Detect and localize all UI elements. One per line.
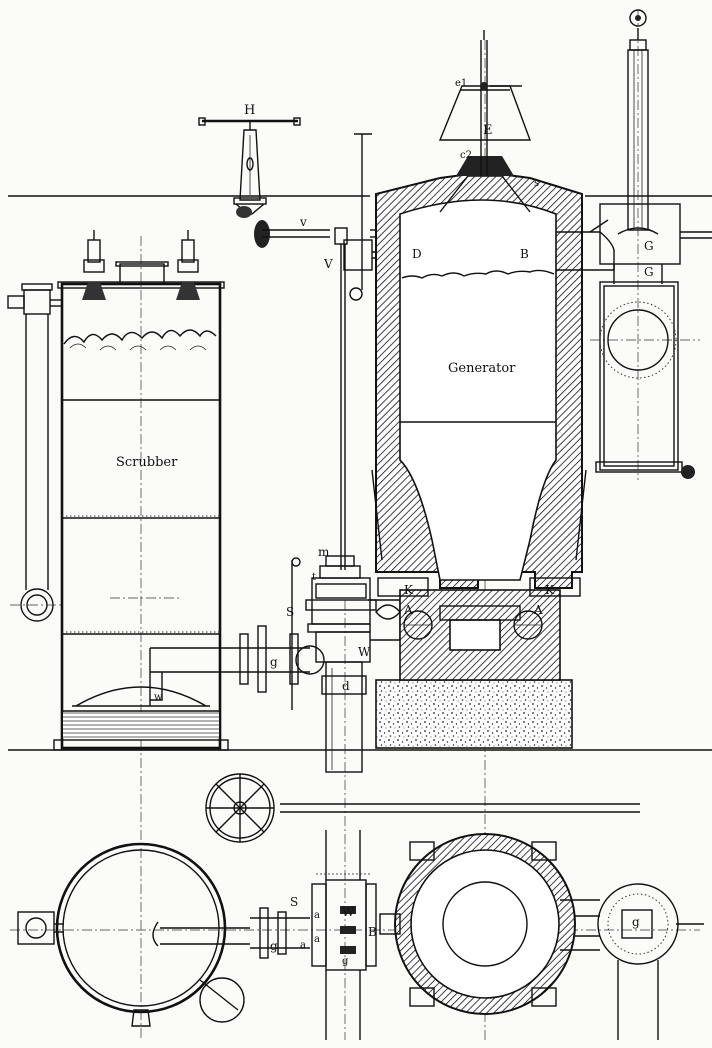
- label-e1: e1: [455, 78, 467, 89]
- label-v-valve: V: [323, 257, 333, 271]
- label-w-small: w: [154, 692, 163, 703]
- scrubber-side-pipe: [7, 283, 64, 622]
- label-v-shaft: v: [299, 215, 307, 229]
- label-d-lower: d: [342, 679, 350, 693]
- shaft-v: [262, 229, 378, 238]
- washer-assembly: [291, 555, 401, 773]
- sprayer-right: [176, 230, 200, 300]
- label-a-left: A: [403, 603, 413, 617]
- label-g-plan-2: g: [342, 956, 349, 967]
- label-s-plan: S: [290, 895, 298, 909]
- label-g-top: G: [644, 239, 654, 253]
- label-scrubber: Scrubber: [116, 455, 178, 470]
- label-a-plan-3: a: [300, 940, 306, 951]
- plan-pipe-and-valves: [250, 830, 377, 1040]
- label-e: E: [483, 123, 493, 138]
- valve-v: [334, 133, 400, 570]
- label-generator: Generator: [448, 361, 516, 376]
- label-h: H: [244, 103, 255, 118]
- handwheel-h: [198, 117, 301, 248]
- label-a-plan-1: a: [314, 910, 320, 921]
- plan-generator: [379, 833, 600, 1015]
- label-k-right: K: [545, 583, 555, 597]
- label-d: D: [412, 247, 422, 261]
- label-g-lower: G: [644, 265, 654, 279]
- label-k-left: K: [404, 583, 414, 597]
- bottom-handwheel: [205, 773, 640, 843]
- hopper-e: [438, 30, 532, 176]
- label-w-elev: W: [358, 645, 371, 659]
- label-t: t: [312, 572, 316, 583]
- label-g-plan: g: [270, 939, 278, 953]
- plan-regulator: [560, 883, 704, 1040]
- label-w-plan: W: [342, 905, 355, 919]
- label-m: m: [318, 545, 330, 559]
- generator-vessel: [371, 170, 587, 749]
- label-g-elev: g: [270, 655, 278, 669]
- labels: Generator Scrubber E e1 c2 s H v V D B G…: [116, 78, 654, 967]
- connecting-gas-pipe: [149, 625, 325, 706]
- label-g-plan-reg: g: [632, 915, 640, 929]
- label-a-right: A: [533, 603, 543, 617]
- center-lines: [10, 10, 700, 1040]
- label-s: s: [534, 178, 539, 189]
- label-c2: c2: [460, 150, 472, 161]
- label-b-plan: B: [368, 925, 377, 939]
- label-a-plan-2: a: [314, 934, 320, 945]
- label-b: B: [520, 247, 529, 261]
- plan-scrubber: [17, 842, 250, 1027]
- floor-lines: [8, 195, 712, 751]
- label-s-elev: S: [286, 605, 294, 619]
- regulator-g: [595, 9, 712, 479]
- sprayer-left: [82, 230, 106, 300]
- scrubber-vessel: [53, 230, 229, 751]
